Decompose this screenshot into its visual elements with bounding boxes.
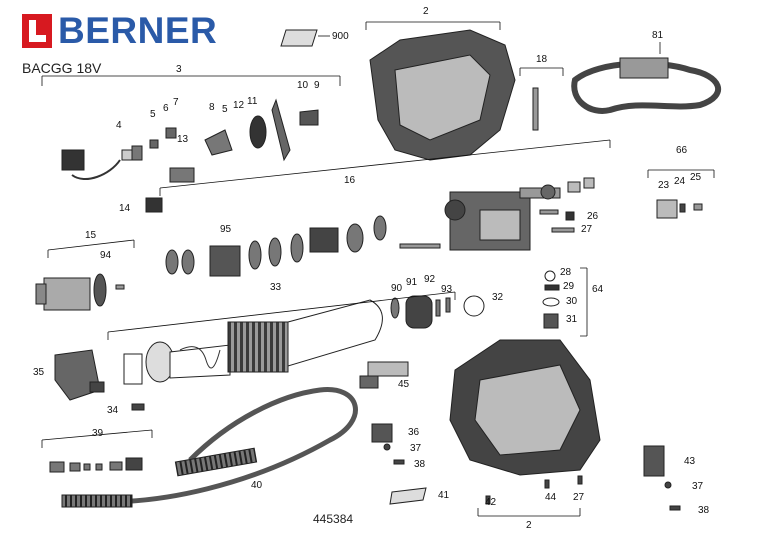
callout-39: 39 (92, 428, 104, 439)
callout-27: 27 (581, 224, 593, 235)
callout-25: 25 (690, 172, 702, 183)
callout-64: 64 (592, 284, 604, 295)
callout-38b: 38 (698, 505, 710, 516)
callout-8: 8 (209, 102, 215, 113)
grease-cartridge-tube (123, 299, 383, 385)
callout-16: 16 (344, 175, 356, 186)
callout-37: 37 (410, 443, 422, 454)
callout-2-top: 2 (423, 6, 429, 17)
callout-90: 90 (391, 283, 403, 294)
nozzle-45 (367, 361, 409, 377)
callout-36: 36 (408, 427, 420, 438)
callout-95: 95 (220, 224, 232, 235)
callout-5: 5 (150, 109, 156, 120)
brand-logo: BERNER (22, 10, 218, 51)
callout-15: 15 (85, 230, 97, 241)
block-23 (656, 199, 678, 219)
callout-26: 26 (587, 211, 599, 222)
callout-23: 23 (658, 180, 670, 191)
callout-92: 92 (424, 274, 436, 285)
callout-6: 6 (163, 103, 169, 114)
callout-37b: 37 (692, 481, 704, 492)
pin-18 (532, 87, 539, 131)
brand-name: BERNER (58, 10, 218, 51)
end-cap-35 (54, 349, 101, 401)
callout-27b: 27 (573, 492, 585, 503)
callout-38: 38 (414, 459, 426, 470)
callout-34: 34 (107, 405, 119, 416)
callout-33: 33 (270, 282, 282, 293)
callout-45: 45 (398, 379, 410, 390)
callout-81: 81 (652, 30, 664, 41)
callout-14: 14 (119, 203, 131, 214)
callout-7: 7 (173, 97, 179, 108)
label-sticker-900 (280, 29, 318, 47)
callout-35: 35 (33, 367, 45, 378)
grease-hose-40 (69, 387, 358, 505)
callout-28: 28 (560, 267, 572, 278)
latch-43 (643, 445, 665, 477)
callout-41: 41 (438, 490, 450, 501)
document-number: 445384 (313, 512, 354, 526)
callout-10: 10 (297, 80, 309, 91)
callout-30: 30 (566, 296, 578, 307)
callout-44: 44 (545, 492, 557, 503)
motor-connector (61, 149, 85, 171)
callout-2-bottom: 2 (526, 520, 532, 531)
callout-9: 9 (314, 80, 320, 91)
model-name: BACGG 18V (22, 60, 102, 76)
callout-3: 3 (176, 64, 182, 75)
callout-18: 18 (536, 54, 548, 65)
callout-91: 91 (406, 277, 418, 288)
brand-mark-icon (22, 14, 52, 48)
callout-40: 40 (251, 480, 263, 491)
callout-5b: 5 (222, 104, 228, 115)
callout-24: 24 (674, 176, 686, 187)
callout-900: 900 (332, 31, 349, 42)
callout-13: 13 (177, 134, 189, 145)
callout-31: 31 (566, 314, 578, 325)
knob-14 (145, 197, 163, 213)
callout-12: 12 (233, 100, 245, 111)
callout-94: 94 (100, 250, 112, 261)
motor-15 (43, 277, 91, 311)
callout-29: 29 (563, 281, 575, 292)
switch-block-13 (169, 167, 195, 183)
callout-42: 42 (485, 497, 497, 508)
callout-labels: 900 2 18 81 3 4 5 6 7 8 5 12 11 10 9 13 … (33, 6, 710, 531)
callout-93: 93 (441, 284, 453, 295)
label-sticker-41 (389, 487, 427, 505)
callout-43: 43 (684, 456, 696, 467)
callout-66: 66 (676, 145, 688, 156)
part-drawings (35, 29, 722, 511)
leader-lines (41, 21, 715, 517)
callout-11: 11 (247, 96, 258, 107)
callout-4: 4 (116, 120, 122, 131)
callout-32: 32 (492, 292, 504, 303)
